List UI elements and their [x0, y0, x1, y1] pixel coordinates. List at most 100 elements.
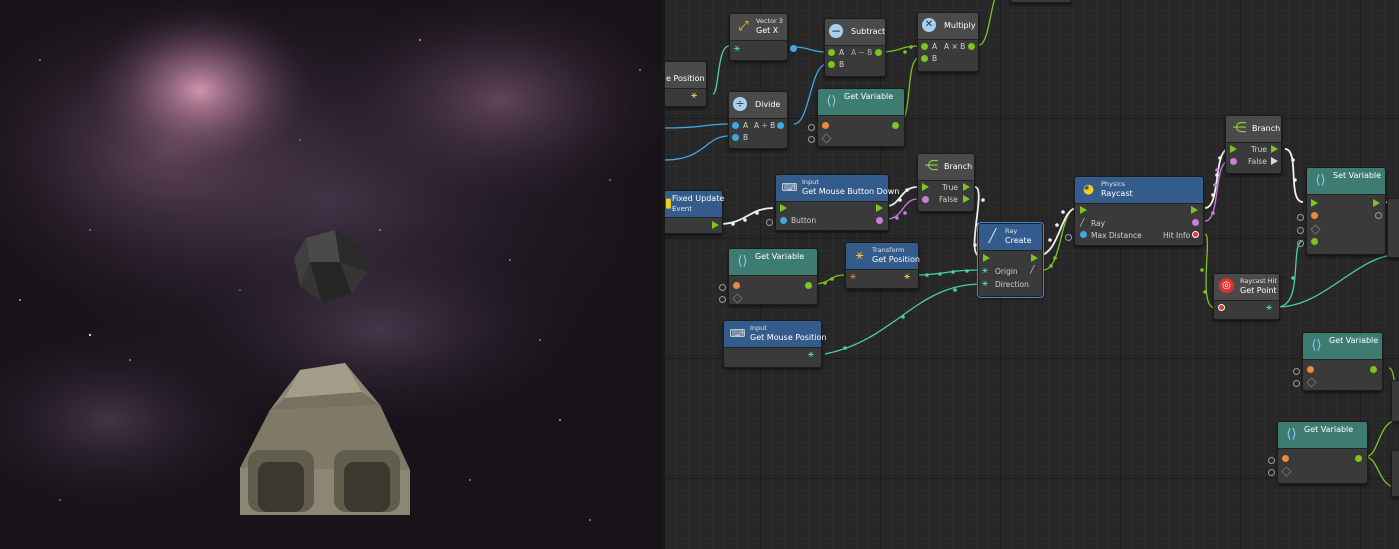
- name-input-port[interactable]: [1307, 366, 1314, 373]
- node-header: ╱ Ray Create: [979, 224, 1042, 251]
- point-output-icon[interactable]: ⚹: [1266, 302, 1272, 313]
- value-input-port[interactable]: [1311, 238, 1318, 245]
- input-port-b[interactable]: [921, 55, 928, 62]
- condition-input-port[interactable]: [1230, 158, 1237, 165]
- button-input-port[interactable]: [780, 217, 787, 224]
- node-clipped-right-3[interactable]: [1391, 450, 1399, 497]
- node-subtract[interactable]: − Subtract A A − B B: [824, 18, 886, 77]
- ray-output-icon[interactable]: ╱: [1030, 265, 1035, 274]
- node-clipped-top[interactable]: [1010, 0, 1072, 3]
- flow-input-port[interactable]: [1080, 206, 1087, 214]
- flow-input-port[interactable]: [1311, 199, 1318, 207]
- flow-output-port[interactable]: [1191, 206, 1198, 214]
- flow-output-port[interactable]: [712, 221, 719, 229]
- output-port[interactable]: [805, 282, 812, 289]
- node-get-variable-2[interactable]: ⟨⟩ Get Variable: [719, 248, 818, 305]
- output-port[interactable]: [875, 49, 882, 56]
- input-port-2[interactable]: [1268, 469, 1275, 476]
- input-port[interactable]: [1293, 368, 1300, 375]
- bool-output-port[interactable]: [1192, 219, 1199, 226]
- input-port[interactable]: [1297, 214, 1304, 221]
- node-header: ÷ Divide: [729, 92, 787, 119]
- position-output-icon[interactable]: ⚹: [904, 271, 910, 282]
- vector-input-icon[interactable]: ⚹: [734, 43, 740, 54]
- input-port[interactable]: [719, 284, 726, 291]
- ray-input-icon[interactable]: ╱: [1080, 218, 1085, 227]
- condition-input-port[interactable]: [922, 196, 929, 203]
- node-get-variable-4[interactable]: ⟨⟩ Get Variable: [1268, 421, 1368, 484]
- node-vector3-get-x[interactable]: ⤢ Vector 3 Get X ⚹: [729, 13, 797, 61]
- node-get-mouse-button-down[interactable]: ⌨ Input Get Mouse Button Down Button: [766, 174, 899, 231]
- node-get-variable-3[interactable]: ⟨⟩ Get Variable: [1293, 332, 1383, 391]
- input-port-2[interactable]: [1293, 380, 1300, 387]
- output-port[interactable]: [777, 122, 784, 129]
- node-divide[interactable]: ÷ Divide A A ÷ B B: [728, 91, 788, 149]
- input-port-b[interactable]: [828, 61, 835, 68]
- branch-icon: ⋲: [924, 158, 939, 174]
- name-input-port[interactable]: [733, 282, 740, 289]
- input-port[interactable]: [1268, 457, 1275, 464]
- input-port-2[interactable]: [1297, 227, 1304, 234]
- node-transform-get-position[interactable]: ⚹ Transform Get Position ⚹ ⚹: [845, 242, 920, 289]
- true-output-port[interactable]: [1271, 145, 1278, 153]
- node-get-position-partial[interactable]: e Position ⚹: [665, 61, 707, 107]
- input-port-2[interactable]: [719, 296, 726, 303]
- node-raycast-hit-get-point[interactable]: ◎ Raycast Hit Get Point ⚹: [1213, 273, 1280, 320]
- direction-input-icon[interactable]: ⚹: [982, 278, 988, 289]
- node-multiply[interactable]: ✕ Multiply A A × B B: [917, 12, 979, 72]
- hit-info-output-port[interactable]: [1192, 231, 1199, 238]
- input-port-a[interactable]: [921, 43, 928, 50]
- name-input-port[interactable]: [822, 122, 829, 129]
- flow-output-port[interactable]: [1031, 254, 1038, 262]
- input-port-a[interactable]: [732, 122, 739, 129]
- false-output-port[interactable]: [963, 195, 970, 203]
- vector-output-icon[interactable]: ⚹: [691, 90, 697, 101]
- script-graph-canvas[interactable]: ⤢ Vector 3 Get X ⚹ − Subtract A A − B B …: [665, 0, 1399, 549]
- input-port-2[interactable]: [808, 136, 815, 143]
- flow-input-port[interactable]: [983, 254, 990, 262]
- input-port[interactable]: [766, 219, 773, 226]
- output-port[interactable]: [790, 45, 797, 52]
- node-get-mouse-position[interactable]: ⌨ Input Get Mouse Position ⚹: [723, 320, 826, 368]
- input-port[interactable]: [1065, 234, 1072, 241]
- flow-input-port[interactable]: [1230, 145, 1237, 153]
- false-output-port[interactable]: [1271, 157, 1278, 165]
- node-get-variable-1[interactable]: ⟨⟩ Get Variable: [808, 88, 905, 147]
- node-physics-raycast[interactable]: ◕ Physics Raycast ╱ Ray Max Distance Hit…: [1065, 176, 1204, 246]
- name-input-port[interactable]: [1282, 455, 1289, 462]
- flow-input-port[interactable]: [922, 183, 929, 191]
- flow-input-port[interactable]: [780, 204, 787, 212]
- node-fixed-update[interactable]: ▮ Fixed Update Event: [665, 190, 724, 234]
- connection-wires: [665, 0, 1399, 489]
- divide-circle-icon: ÷: [733, 97, 747, 111]
- origin-input-icon[interactable]: ⚹: [982, 265, 988, 276]
- game-view[interactable]: [0, 0, 662, 549]
- output-port[interactable]: [1355, 455, 1362, 462]
- true-output-port[interactable]: [963, 183, 970, 191]
- input-port[interactable]: [808, 124, 815, 131]
- node-ray-create[interactable]: ╱ Ray Create ⚹ Origin ╱ ⚹ Direction: [977, 222, 1044, 298]
- hit-input-port[interactable]: [1218, 304, 1225, 311]
- node-clipped-right-1[interactable]: [1387, 198, 1399, 258]
- output-port[interactable]: [1370, 366, 1377, 373]
- output-port[interactable]: [1375, 212, 1382, 219]
- output-port[interactable]: [892, 122, 899, 129]
- position-output-icon[interactable]: ⚹: [808, 349, 814, 360]
- name-input-port[interactable]: [1311, 212, 1318, 219]
- transform-input-icon[interactable]: ⚹: [850, 271, 856, 282]
- flow-output-port[interactable]: [1373, 199, 1380, 207]
- node-set-variable[interactable]: ⟨⟩ Set Variable: [1297, 167, 1386, 255]
- node-branch-2[interactable]: ⋲ Branch True False: [1225, 115, 1282, 174]
- node-clipped-right-2[interactable]: [1391, 380, 1399, 422]
- flow-output-port[interactable]: [876, 204, 883, 212]
- output-port[interactable]: [968, 43, 975, 50]
- max-distance-input-port[interactable]: [1080, 231, 1087, 238]
- bool-output-port[interactable]: [876, 217, 883, 224]
- ray-icon: ╱: [988, 229, 997, 244]
- input-port-b[interactable]: [732, 134, 739, 141]
- node-branch-1[interactable]: ⋲ Branch True False: [917, 153, 975, 212]
- input-port-a[interactable]: [828, 49, 835, 56]
- input-port-3[interactable]: [1297, 240, 1304, 247]
- panel-divider[interactable]: [662, 0, 665, 549]
- transform-axes-icon: ⚹: [855, 248, 864, 263]
